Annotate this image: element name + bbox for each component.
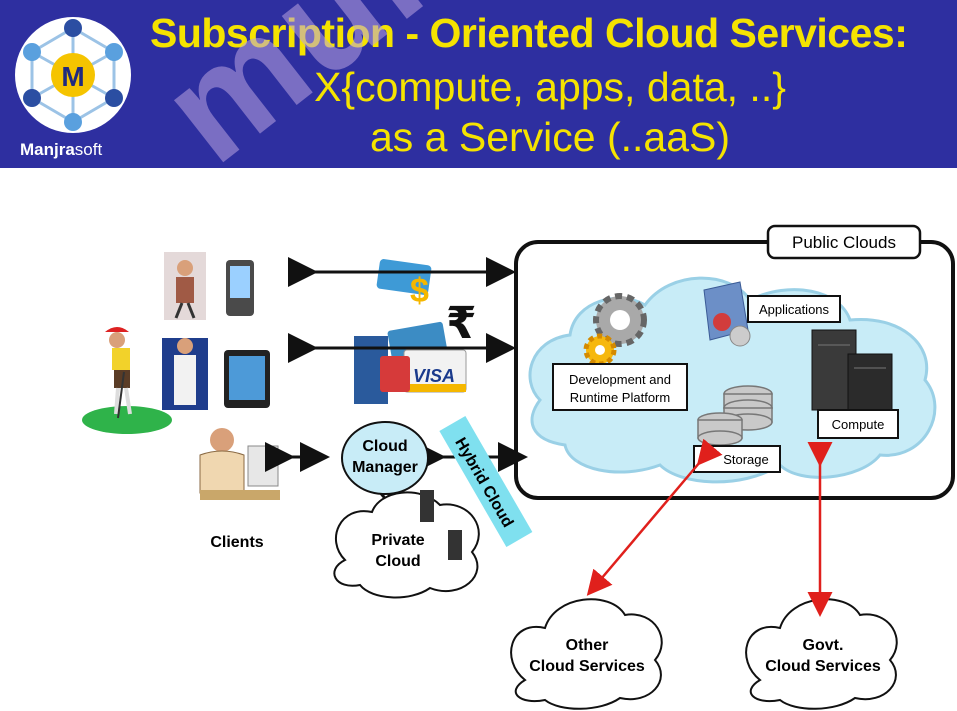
gear-icon — [583, 293, 647, 367]
manjrasoft-logo: M — [15, 17, 131, 133]
svg-text:M: M — [61, 61, 84, 92]
public-clouds-label-box — [766, 224, 922, 260]
private-cloud-shape — [333, 491, 480, 599]
storage-icon — [697, 385, 773, 446]
private-server-icon — [420, 490, 462, 560]
other-cloud-label-1: Other — [566, 637, 609, 654]
private-cloud-label-1: Private — [371, 532, 424, 549]
server-icon — [811, 329, 893, 417]
other-cloud-label-2: Cloud Services — [529, 658, 645, 675]
compute-box — [817, 409, 899, 439]
office-worker-icon — [199, 428, 280, 500]
dev-platform-box — [552, 363, 688, 411]
private-cloud-label-2: Cloud — [375, 553, 420, 570]
govt-cloud-label-1: Govt. — [803, 637, 844, 654]
govt-cloud-shape — [745, 598, 898, 710]
govt-cloud-label-2: Cloud Services — [765, 658, 881, 675]
title-line-3: as a Service (..aaS) — [369, 114, 731, 160]
doctor-icon — [162, 338, 208, 410]
cloud-manager-label-1: Cloud — [362, 438, 407, 455]
visa-label: VISA — [413, 366, 455, 386]
title-banner: M Manjrasoft Subscription - Oriented Clo… — [0, 0, 957, 168]
rupee-icon: ₹ — [446, 298, 477, 349]
svg-text:$: $ — [410, 272, 429, 310]
title-line-2: X{compute, apps, data, ..} — [314, 64, 786, 110]
logo-text: Manjrasoft — [20, 140, 103, 159]
compute-label: Compute — [832, 417, 885, 432]
businesswoman-icon — [164, 252, 206, 320]
cloud-manager-label-2: Manager — [352, 459, 418, 476]
clients-label: Clients — [210, 534, 263, 551]
cloud-manager-shape — [341, 421, 429, 495]
storage-label: Storage — [723, 452, 769, 467]
applications-icon — [703, 281, 751, 347]
public-clouds-label: Public Clouds — [792, 233, 896, 252]
dev-platform-label-2: Runtime Platform — [570, 390, 670, 405]
applications-box — [747, 295, 841, 323]
smartphone-icon — [226, 260, 254, 316]
external-cloud-arrows — [586, 438, 833, 617]
golfer-icon — [82, 327, 172, 434]
other-cloud-shape — [510, 598, 663, 710]
tablet-icon — [224, 350, 270, 408]
dollar-card-icon: $ — [376, 259, 432, 310]
applications-label: Applications — [759, 302, 830, 317]
title-line-1: Subscription - Oriented Cloud Services: — [150, 10, 908, 56]
dev-platform-label-1: Development and — [569, 372, 671, 387]
